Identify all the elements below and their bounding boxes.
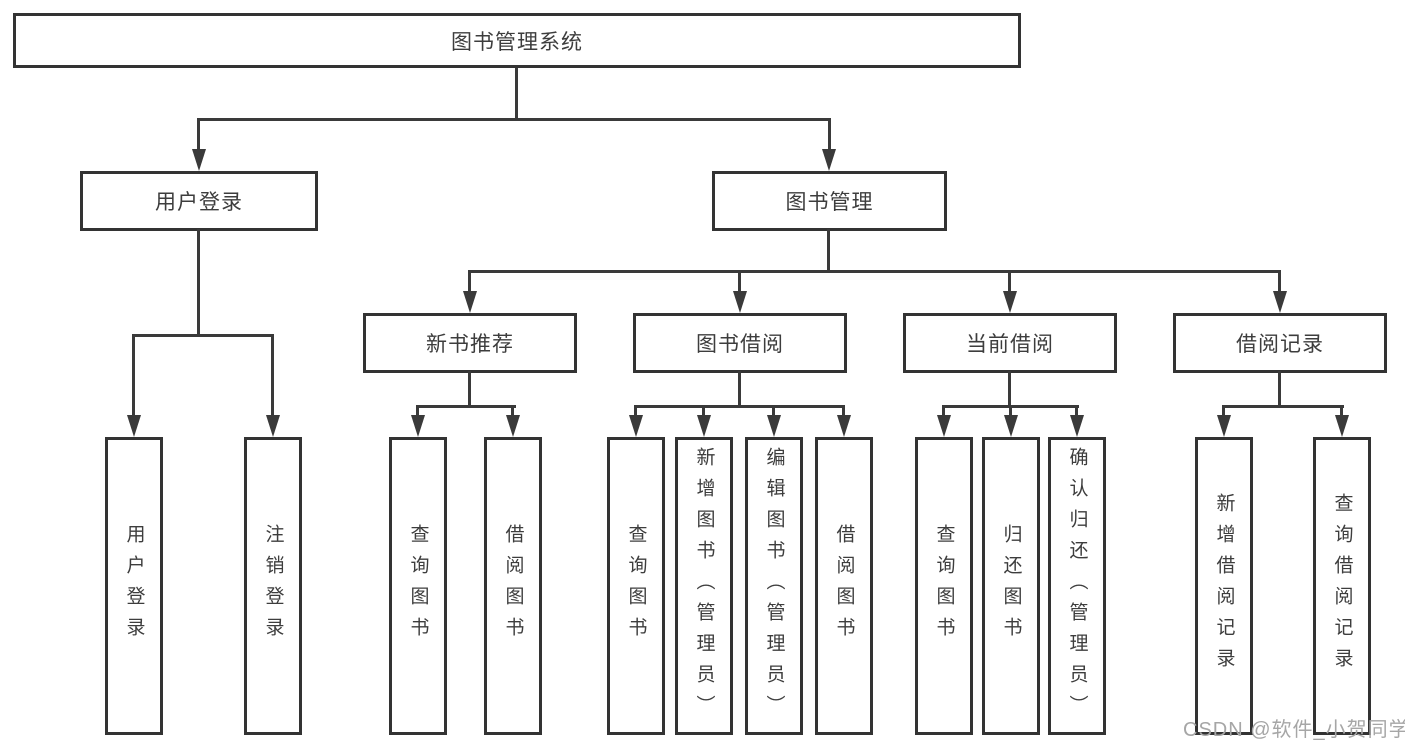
arrow-down-icon: [837, 415, 851, 437]
connector-line: [197, 229, 200, 336]
leaf-add-book-admin: 新增图书（管理员）: [675, 437, 733, 735]
connector-line: [1008, 270, 1011, 293]
connector-line: [634, 405, 845, 408]
leaf-query-borrow-record-label: 查询借阅记录: [1331, 493, 1353, 679]
connector-line: [1222, 405, 1225, 417]
connector-line: [416, 405, 516, 408]
leaf-borrow-books-borrow-label: 借阅图书: [833, 524, 855, 648]
leaf-return-books-label: 归还图书: [1000, 524, 1022, 648]
arrow-down-icon: [733, 291, 747, 313]
leaf-query-books-current-label: 查询图书: [933, 524, 955, 648]
leaf-query-books-borrow: 查询图书: [607, 437, 665, 735]
watermark: CSDN @软件_小贺同学: [1183, 719, 1405, 741]
leaf-borrow-books-recommend: 借阅图书: [484, 437, 542, 735]
leaf-add-borrow-record: 新增借阅记录: [1195, 437, 1253, 735]
leaf-return-books: 归还图书: [982, 437, 1040, 735]
leaf-add-borrow-record-label: 新增借阅记录: [1213, 493, 1235, 679]
leaf-query-books-current: 查询图书: [915, 437, 973, 735]
connector-line: [1009, 405, 1012, 417]
connector-line: [515, 68, 518, 120]
connector-line: [738, 371, 741, 407]
connector-line: [197, 118, 831, 121]
leaf-confirm-return-admin-label: 确认归还（管理员）: [1066, 446, 1088, 726]
arrow-down-icon: [629, 415, 643, 437]
arrow-down-icon: [767, 415, 781, 437]
connector-line: [511, 405, 514, 417]
arrow-down-icon: [1273, 291, 1287, 313]
arrow-down-icon: [266, 415, 280, 437]
leaf-logout: 注销登录: [244, 437, 302, 735]
leaf-borrow-books-borrow: 借阅图书: [815, 437, 873, 735]
connector-line: [828, 118, 831, 152]
node-new-book-recommend-label: 新书推荐: [426, 333, 514, 356]
connector-line: [1278, 270, 1281, 293]
leaf-query-books-recommend: 查询图书: [389, 437, 447, 735]
arrow-down-icon: [822, 149, 836, 171]
node-borrow-records-label: 借阅记录: [1236, 333, 1324, 356]
leaf-confirm-return-admin: 确认归还（管理员）: [1048, 437, 1106, 735]
arrow-down-icon: [1070, 415, 1084, 437]
node-borrow-records: 借阅记录: [1173, 313, 1387, 373]
leaf-edit-book-admin-label: 编辑图书（管理员）: [763, 446, 785, 726]
arrow-down-icon: [1217, 415, 1231, 437]
arrow-down-icon: [506, 415, 520, 437]
leaf-query-books-borrow-label: 查询图书: [625, 524, 647, 648]
connector-line: [827, 229, 830, 272]
connector-line: [197, 118, 200, 152]
connector-line: [1340, 405, 1343, 417]
connector-line: [842, 405, 845, 417]
connector-line: [1075, 405, 1078, 417]
node-user-login-label: 用户登录: [155, 191, 243, 214]
connector-line: [1278, 371, 1281, 407]
connector-line: [1222, 405, 1344, 408]
node-book-borrow: 图书借阅: [633, 313, 847, 373]
leaf-borrow-books-recommend-label: 借阅图书: [502, 524, 524, 648]
arrow-down-icon: [127, 415, 141, 437]
arrow-down-icon: [1004, 415, 1018, 437]
node-current-borrow: 当前借阅: [903, 313, 1117, 373]
node-root: 图书管理系统: [13, 13, 1021, 68]
arrow-down-icon: [463, 291, 477, 313]
node-book-management: 图书管理: [712, 171, 947, 231]
arrow-down-icon: [937, 415, 951, 437]
arrow-down-icon: [1335, 415, 1349, 437]
leaf-edit-book-admin: 编辑图书（管理员）: [745, 437, 803, 735]
leaf-user-login-label: 用户登录: [123, 524, 145, 648]
node-book-management-label: 图书管理: [785, 191, 874, 214]
arrow-down-icon: [192, 149, 206, 171]
node-book-borrow-label: 图书借阅: [696, 333, 784, 356]
connector-line: [468, 371, 471, 407]
arrow-down-icon: [697, 415, 711, 437]
connector-line: [468, 270, 471, 293]
leaf-query-books-recommend-label: 查询图书: [407, 524, 429, 648]
arrow-down-icon: [1003, 291, 1017, 313]
node-user-login: 用户登录: [80, 171, 318, 231]
leaf-add-book-admin-label: 新增图书（管理员）: [693, 446, 715, 726]
connector-line: [132, 334, 135, 418]
connector-line: [634, 405, 637, 417]
connector-line: [772, 405, 775, 417]
node-new-book-recommend: 新书推荐: [363, 313, 577, 373]
connector-line: [738, 270, 741, 293]
connector-line: [1008, 371, 1011, 407]
connector-line: [942, 405, 945, 417]
connector-line: [468, 270, 1281, 273]
leaf-query-borrow-record: 查询借阅记录: [1313, 437, 1371, 735]
leaf-logout-label: 注销登录: [262, 524, 284, 648]
connector-line: [132, 334, 274, 337]
connector-line: [271, 334, 274, 418]
connector-line: [416, 405, 419, 417]
arrow-down-icon: [411, 415, 425, 437]
node-root-label: 图书管理系统: [451, 30, 583, 54]
connector-line: [702, 405, 705, 417]
node-current-borrow-label: 当前借阅: [966, 333, 1054, 356]
leaf-user-login: 用户登录: [105, 437, 163, 735]
